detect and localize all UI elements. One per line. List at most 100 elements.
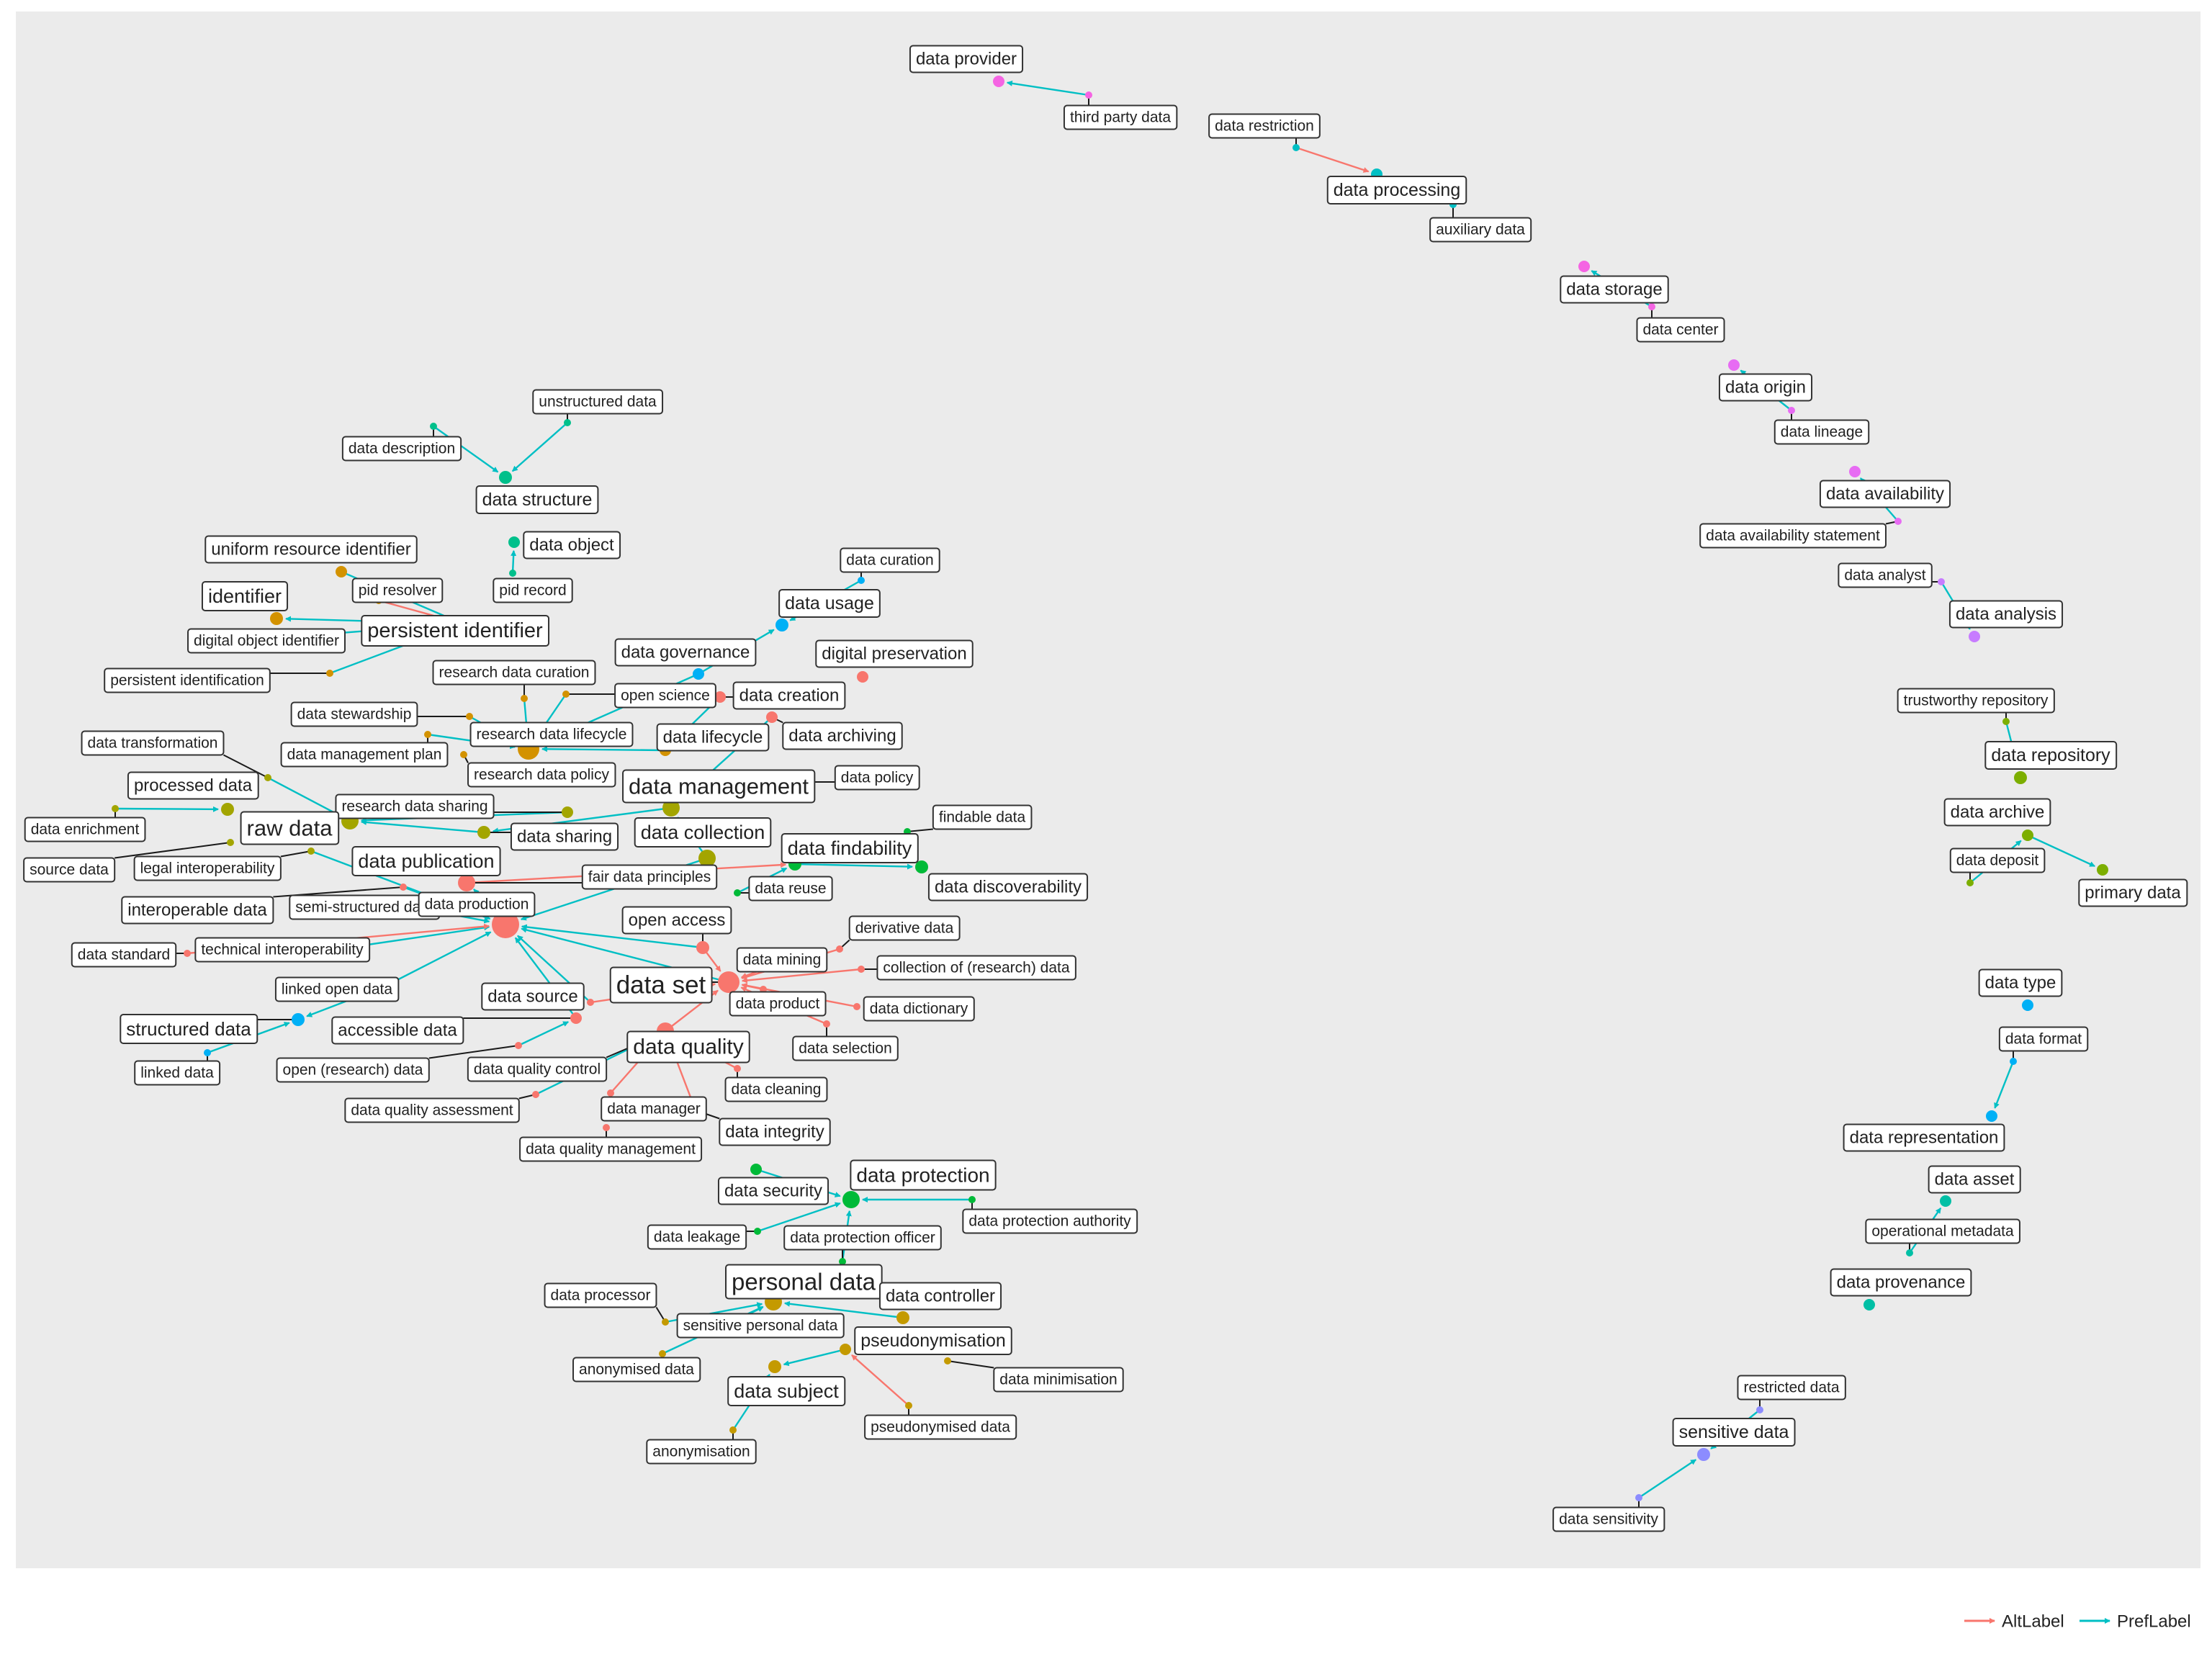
node-label-data-enrichment[interactable]: data enrichment (24, 817, 146, 842)
node-label-fair-data-principles[interactable]: fair data principles (581, 864, 718, 890)
node-label-data-deposit[interactable]: data deposit (1949, 848, 2046, 873)
node-label-pid-record[interactable]: pid record (493, 577, 573, 603)
node-label-data-manager[interactable]: data manager (601, 1096, 707, 1122)
node-label-data-transformation[interactable]: data transformation (81, 730, 225, 756)
node-label-linked-data[interactable]: linked data (134, 1060, 221, 1086)
node-label-data-provenance[interactable]: data provenance (1830, 1268, 1972, 1297)
node-label-digital-object-identifier[interactable]: digital object identifier (187, 628, 346, 654)
node-label-data-asset[interactable]: data asset (1928, 1165, 2021, 1194)
node-label-digital-preservation[interactable]: digital preservation (815, 639, 974, 668)
node-label-data-usage[interactable]: data usage (778, 589, 881, 618)
node-label-collection-of-research-data[interactable]: collection of (research) data (876, 955, 1076, 981)
node-label-data-publication[interactable]: data publication (351, 846, 501, 876)
node-label-trustworthy-repository[interactable]: trustworthy repository (1897, 688, 2055, 714)
node-label-data-protection-officer[interactable]: data protection officer (783, 1225, 942, 1251)
node-label-anonymisation[interactable]: anonymisation (646, 1439, 757, 1465)
node-label-data-processing[interactable]: data processing (1326, 176, 1467, 204)
node-label-data-lineage[interactable]: data lineage (1773, 419, 1870, 445)
node-label-data-quality-assessment[interactable]: data quality assessment (344, 1097, 520, 1123)
node-label-research-data-policy[interactable]: research data policy (467, 762, 616, 788)
node-label-sensitive-personal-data[interactable]: sensitive personal data (676, 1313, 845, 1339)
node-label-data-product[interactable]: data product (729, 991, 827, 1017)
node-label-data-description[interactable]: data description (341, 436, 462, 462)
node-label-data-origin[interactable]: data origin (1718, 373, 1813, 402)
node-label-data-availability-statement[interactable]: data availability statement (1699, 523, 1887, 549)
node-label-data-findability[interactable]: data findability (781, 833, 919, 863)
node-label-data-archive[interactable]: data archive (1943, 798, 2051, 827)
node-label-data-format[interactable]: data format (1998, 1026, 2089, 1052)
node-label-accessible-data[interactable]: accessible data (331, 1016, 464, 1045)
node-label-technical-interoperability[interactable]: technical interoperability (194, 937, 371, 963)
node-label-data-structure[interactable]: data structure (475, 485, 599, 514)
node-label-sensitive-data[interactable]: sensitive data (1672, 1418, 1796, 1447)
node-label-pid-resolver[interactable]: pid resolver (351, 577, 444, 603)
node-label-data-provider[interactable]: data provider (909, 45, 1024, 73)
node-label-data-processor[interactable]: data processor (544, 1282, 657, 1308)
node-label-anonymised-data[interactable]: anonymised data (572, 1357, 701, 1382)
node-label-source-data[interactable]: source data (23, 857, 116, 883)
node-label-data-sharing[interactable]: data sharing (510, 822, 619, 851)
node-label-data-quality[interactable]: data quality (626, 1030, 750, 1064)
node-label-raw-data[interactable]: raw data (240, 811, 340, 845)
node-label-data-controller[interactable]: data controller (878, 1282, 1002, 1310)
node-label-third-party-data[interactable]: third party data (1063, 104, 1178, 130)
node-label-data-protection[interactable]: data protection (850, 1159, 997, 1191)
node-label-uniform-resource-identifier[interactable]: uniform resource identifier (204, 535, 418, 564)
node-label-data-standard[interactable]: data standard (71, 942, 177, 968)
node-label-primary-data[interactable]: primary data (2078, 878, 2188, 907)
node-label-data-discoverability[interactable]: data discoverability (927, 873, 1089, 902)
node-label-open-science[interactable]: open science (614, 683, 716, 709)
node-label-legal-interoperability[interactable]: legal interoperability (133, 855, 282, 881)
node-label-data-cleaning[interactable]: data cleaning (724, 1076, 828, 1102)
node-label-data-quality-control[interactable]: data quality control (467, 1056, 608, 1082)
node-label-persistent-identification[interactable]: persistent identification (104, 667, 271, 693)
node-label-data-curation[interactable]: data curation (840, 547, 940, 573)
node-label-data-availability[interactable]: data availability (1819, 480, 1951, 508)
node-label-data-repository[interactable]: data repository (1984, 741, 2118, 770)
node-label-data-object[interactable]: data object (523, 531, 621, 559)
node-label-processed-data[interactable]: processed data (127, 771, 259, 800)
node-label-data-management[interactable]: data management (622, 769, 816, 804)
node-label-data-subject[interactable]: data subject (727, 1376, 846, 1406)
node-label-restricted-data[interactable]: restricted data (1737, 1375, 1846, 1401)
node-label-pseudonymisation[interactable]: pseudonymisation (854, 1326, 1012, 1355)
node-label-data-archiving[interactable]: data archiving (782, 721, 903, 750)
node-label-operational-metadata[interactable]: operational metadata (1865, 1218, 2020, 1244)
node-label-data-dictionary[interactable]: data dictionary (863, 996, 975, 1022)
node-label-data-selection[interactable]: data selection (792, 1035, 899, 1061)
node-label-data-integrity[interactable]: data integrity (719, 1118, 831, 1146)
node-label-data-type[interactable]: data type (1978, 968, 2063, 997)
node-label-data-mining[interactable]: data mining (736, 947, 828, 973)
node-label-linked-open-data[interactable]: linked open data (274, 976, 400, 1002)
node-label-derivative-data[interactable]: derivative data (848, 915, 961, 941)
node-label-data-set[interactable]: data set (609, 966, 713, 1004)
node-label-open-access[interactable]: open access (621, 906, 732, 935)
node-label-semi-structured-data[interactable]: semi-structured data (289, 894, 441, 920)
node-label-data-protection-authority[interactable]: data protection authority (962, 1208, 1138, 1234)
node-label-findable-data[interactable]: findable data (932, 804, 1033, 830)
node-label-auxiliary-data[interactable]: auxiliary data (1429, 217, 1532, 243)
node-label-data-quality-management[interactable]: data quality management (519, 1136, 703, 1162)
node-label-data-governance[interactable]: data governance (614, 638, 757, 667)
node-label-data-representation[interactable]: data representation (1843, 1123, 2005, 1152)
node-label-interoperable-data[interactable]: interoperable data (121, 896, 274, 925)
node-label-data-analyst[interactable]: data analyst (1838, 562, 1933, 588)
node-label-personal-data[interactable]: personal data (725, 1264, 883, 1300)
node-label-data-analysis[interactable]: data analysis (1948, 600, 2064, 629)
node-label-data-reuse[interactable]: data reuse (748, 876, 833, 902)
node-label-data-restriction[interactable]: data restriction (1208, 113, 1321, 139)
node-label-data-stewardship[interactable]: data stewardship (290, 701, 418, 727)
node-label-data-storage[interactable]: data storage (1560, 275, 1669, 304)
node-label-data-policy[interactable]: data policy (834, 765, 920, 791)
node-label-research-data-curation[interactable]: research data curation (432, 660, 596, 685)
node-label-data-minimisation[interactable]: data minimisation (993, 1367, 1124, 1393)
node-label-data-center[interactable]: data center (1636, 317, 1725, 343)
node-label-data-collection[interactable]: data collection (634, 817, 772, 848)
node-label-data-sensitivity[interactable]: data sensitivity (1552, 1506, 1665, 1532)
node-label-unstructured-data[interactable]: unstructured data (532, 389, 664, 415)
node-label-data-production[interactable]: data production (418, 891, 536, 917)
node-label-persistent-identifier[interactable]: persistent identifier (361, 615, 550, 647)
node-label-identifier[interactable]: identifier (201, 581, 289, 611)
node-label-open-research-data[interactable]: open (research) data (276, 1057, 430, 1083)
node-label-data-leakage[interactable]: data leakage (647, 1224, 747, 1250)
